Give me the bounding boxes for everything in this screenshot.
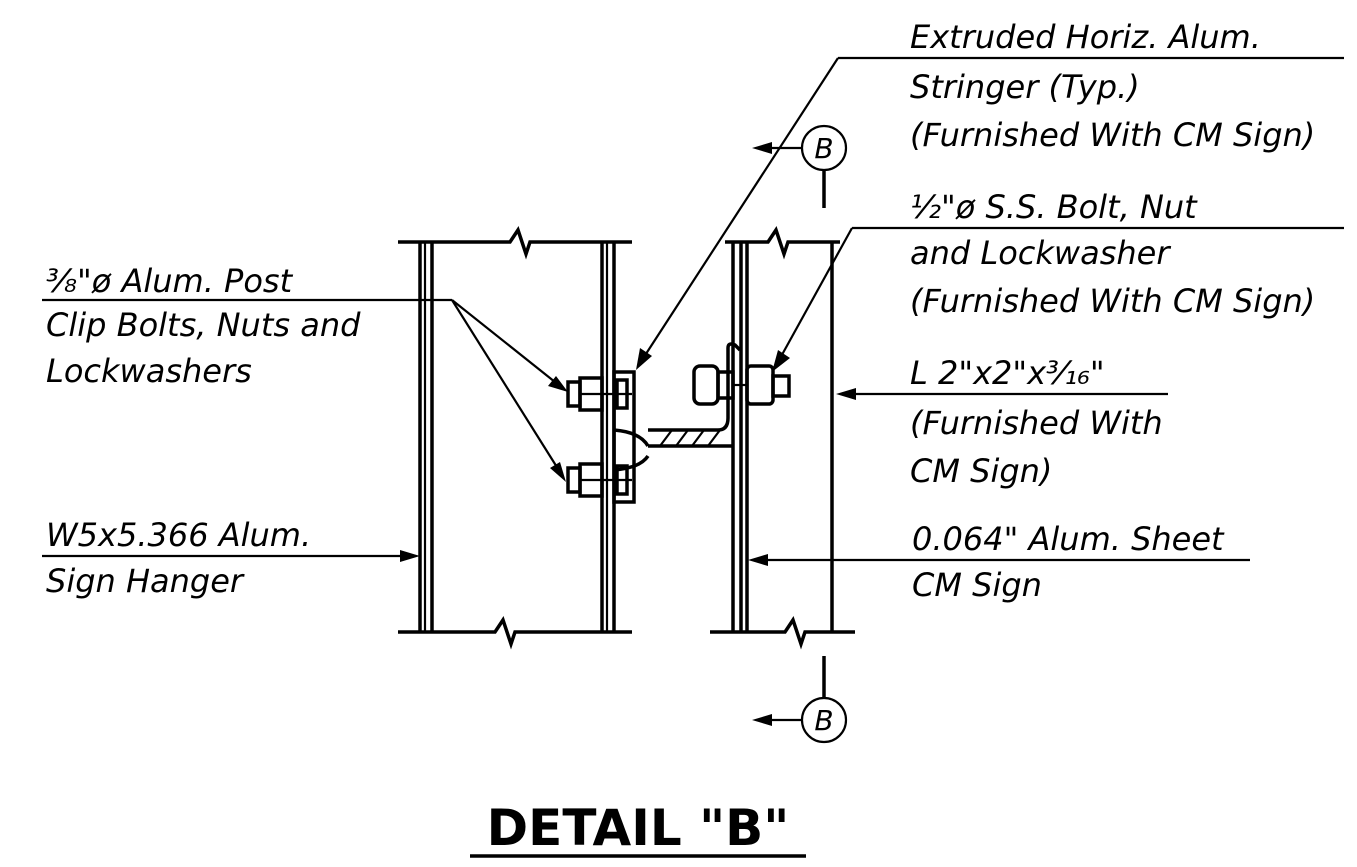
cm-sign-panel bbox=[710, 226, 855, 650]
clip-bolt-upper bbox=[566, 376, 632, 412]
label-post-clip-bolts-line1: ³⁄₈"ø Alum. Post bbox=[46, 262, 294, 300]
label-stringer: Extruded Horiz. Alum. Stringer (Typ.) (F… bbox=[910, 18, 1315, 154]
detail-title: DETAIL "B" bbox=[487, 799, 790, 857]
label-ss-bolt-line1: ½"ø S.S. Bolt, Nut bbox=[910, 188, 1198, 226]
post-clip bbox=[612, 370, 650, 504]
label-ss-bolt-line2: and Lockwasher bbox=[910, 234, 1171, 272]
clip-bolt-lower bbox=[566, 462, 632, 498]
leader-hanger bbox=[42, 550, 420, 562]
ss-bolt-assembly bbox=[692, 364, 791, 406]
leader-post-clip-bolts bbox=[42, 298, 568, 482]
label-stringer-line3: (Furnished With CM Sign) bbox=[910, 116, 1315, 154]
leader-alum-sheet bbox=[748, 554, 1250, 566]
label-stringer-line2: Stringer (Typ.) bbox=[910, 68, 1140, 106]
leader-angle bbox=[836, 388, 1168, 400]
section-marker-bottom bbox=[752, 656, 848, 744]
sign-hanger-w-shape bbox=[398, 226, 632, 650]
section-marker-bottom-letter: B bbox=[814, 704, 833, 737]
label-alum-sheet-line1: 0.064" Alum. Sheet bbox=[912, 520, 1225, 558]
section-marker-top-letter: B bbox=[814, 132, 833, 165]
label-ss-bolt: ½"ø S.S. Bolt, Nut and Lockwasher (Furni… bbox=[910, 188, 1315, 320]
label-hanger-line2: Sign Hanger bbox=[46, 562, 245, 600]
label-post-clip-bolts-line2: Clip Bolts, Nuts and bbox=[46, 306, 361, 344]
label-angle-line2: (Furnished With bbox=[910, 404, 1163, 442]
label-post-clip-bolts-line3: Lockwashers bbox=[46, 352, 252, 390]
label-alum-sheet: 0.064" Alum. Sheet CM Sign bbox=[912, 520, 1225, 604]
label-angle-line1: L 2"x2"x³⁄₁₆" bbox=[910, 354, 1105, 392]
label-post-clip-bolts: ³⁄₈"ø Alum. Post Clip Bolts, Nuts and Lo… bbox=[46, 262, 361, 390]
label-stringer-line1: Extruded Horiz. Alum. bbox=[910, 18, 1261, 56]
leader-ss-bolt bbox=[772, 226, 1344, 372]
label-angle-line3: CM Sign) bbox=[910, 452, 1052, 490]
leader-stringer bbox=[636, 56, 1344, 370]
extruded-stringer bbox=[648, 342, 742, 448]
label-hanger-line1: W5x5.366 Alum. bbox=[46, 516, 311, 554]
section-marker-top bbox=[752, 124, 848, 208]
label-ss-bolt-line3: (Furnished With CM Sign) bbox=[910, 282, 1315, 320]
label-alum-sheet-line2: CM Sign bbox=[912, 566, 1042, 604]
label-angle: L 2"x2"x³⁄₁₆" (Furnished With CM Sign) bbox=[910, 354, 1163, 490]
label-hanger: W5x5.366 Alum. Sign Hanger bbox=[46, 516, 311, 600]
